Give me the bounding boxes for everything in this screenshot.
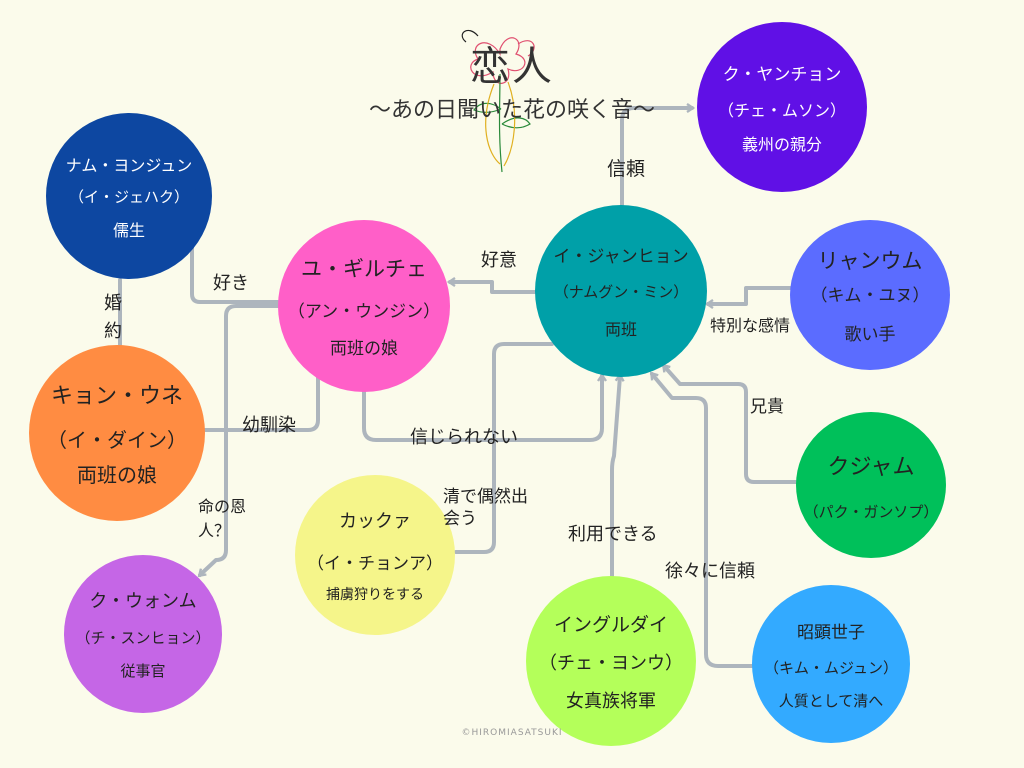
edge-kuwon <box>197 304 280 578</box>
node-kakkua: カックァ （イ・チョンア） 捕虜狩りをする <box>295 475 455 635</box>
node-actor: （イ・ジェハク） <box>68 187 189 206</box>
flower-illustration <box>461 29 535 173</box>
node-ku-wonmu: ク・ウォンム （チ・スンヒョン） 従事官 <box>64 555 222 713</box>
label-shinrai: 信頼 <box>607 158 646 180</box>
node-name: ナム・ヨンジュン <box>65 155 193 175</box>
node-actor: （イ・チョンア） <box>307 553 443 574</box>
node-ryangum: リャンウム （キム・ユヌ） 歌い手 <box>790 220 950 370</box>
diagram-title: 恋人 <box>470 44 554 90</box>
node-name: ユ・ギルチェ <box>301 257 427 281</box>
node-ku-yangchon: ク・ヤンチョン （チェ・ムソン） 義州の親分 <box>697 22 867 192</box>
node-name: ク・ウォンム <box>89 591 197 612</box>
edge-yu-kyon <box>202 362 320 432</box>
node-role: 両班の娘 <box>77 463 157 487</box>
label-inochi: 命の恩人？ <box>198 497 247 540</box>
label-tokubetsu: 特別な感情 <box>710 316 791 335</box>
node-nam-yongjun: ナム・ヨンジュン （イ・ジェハク） 儒生 <box>46 113 212 279</box>
node-lee-janghyun: イ・ジャンヒョン （ナムグン・ミン） 両班 <box>535 205 707 377</box>
label-konyaku: 婚約 <box>104 293 122 342</box>
label-suki: 好き <box>213 273 249 294</box>
edge-lee-yu <box>446 277 537 294</box>
node-role: 義州の親分 <box>741 134 822 154</box>
edge-yu-lee <box>362 372 607 442</box>
node-yu-gilche: ユ・ギルチェ （アン・ウンジン） 両班の娘 <box>278 220 450 392</box>
label-aniki: 兄貴 <box>750 397 784 417</box>
diagram-subtitle: ～あの日聞いた花の咲く音～ <box>368 98 655 123</box>
label-shin-de: 清で偶然出会う <box>443 487 528 529</box>
copyright-text: ©HIROMIASATSUKI <box>461 728 563 738</box>
node-role: 儒生 <box>112 220 145 240</box>
node-role: 両班の娘 <box>330 339 398 359</box>
node-name: 昭顕世子 <box>797 622 865 643</box>
node-actor: （パク・ガンソプ） <box>803 502 939 521</box>
edge-kujam-lee <box>661 363 798 484</box>
node-sohyon-seja: 昭顕世子 （キム・ムジュン） 人質として清へ <box>752 585 910 743</box>
node-name: イ・ジャンヒョン <box>553 247 689 267</box>
node-actor: （チェ・ムソン） <box>717 100 846 120</box>
label-koi: 好意 <box>481 250 517 271</box>
label-shinjirarenai: 信じられない <box>410 427 518 448</box>
node-name: キョン・ウネ <box>50 384 183 409</box>
node-kyon-une: キョン・ウネ （イ・ダイン） 両班の娘 <box>29 345 205 521</box>
edge-kakkua-lee <box>454 342 554 554</box>
node-actor: （ナムグン・ミン） <box>553 283 689 301</box>
node-role: 人質として清へ <box>778 691 884 710</box>
node-name: カックァ <box>339 510 411 532</box>
node-actor: （チ・スンヒョン） <box>75 629 211 647</box>
node-role: 両班 <box>604 320 637 339</box>
node-role: 従事官 <box>120 662 166 680</box>
node-actor: （チェ・ヨンウ） <box>539 652 683 674</box>
label-jojo: 徐々に信頼 <box>665 561 755 582</box>
edge-sohyon-lee <box>649 371 756 668</box>
edge-ryang-lee <box>704 286 792 309</box>
node-name: リャンウム <box>817 249 923 273</box>
node-actor: （アン・ウンジン） <box>287 302 441 322</box>
node-actor: （イ・ダイン） <box>47 428 187 452</box>
edge-ingul-lee <box>610 372 625 578</box>
label-osananajimi: 幼馴染 <box>242 415 296 436</box>
node-actor: （キム・ムジュン） <box>764 658 898 677</box>
node-role: 歌い手 <box>844 325 896 345</box>
node-ingul-dai: イングルダイ （チェ・ヨンウ） 女真族将軍 <box>526 576 696 746</box>
node-name: イングルダイ <box>553 613 668 636</box>
node-name: ク・ヤンチョン <box>722 64 842 85</box>
edge-yu-nam <box>187 220 280 304</box>
label-riyou: 利用できる <box>568 524 658 545</box>
node-role: 捕虜狩りをする <box>326 586 424 603</box>
node-name: クジャム <box>827 454 915 480</box>
node-actor: （キム・ユヌ） <box>810 286 930 306</box>
edge-lee-kuyang <box>620 103 696 207</box>
node-role: 女真族将軍 <box>566 690 656 712</box>
node-kujam: クジャム （パク・ガンソプ） <box>796 412 946 558</box>
